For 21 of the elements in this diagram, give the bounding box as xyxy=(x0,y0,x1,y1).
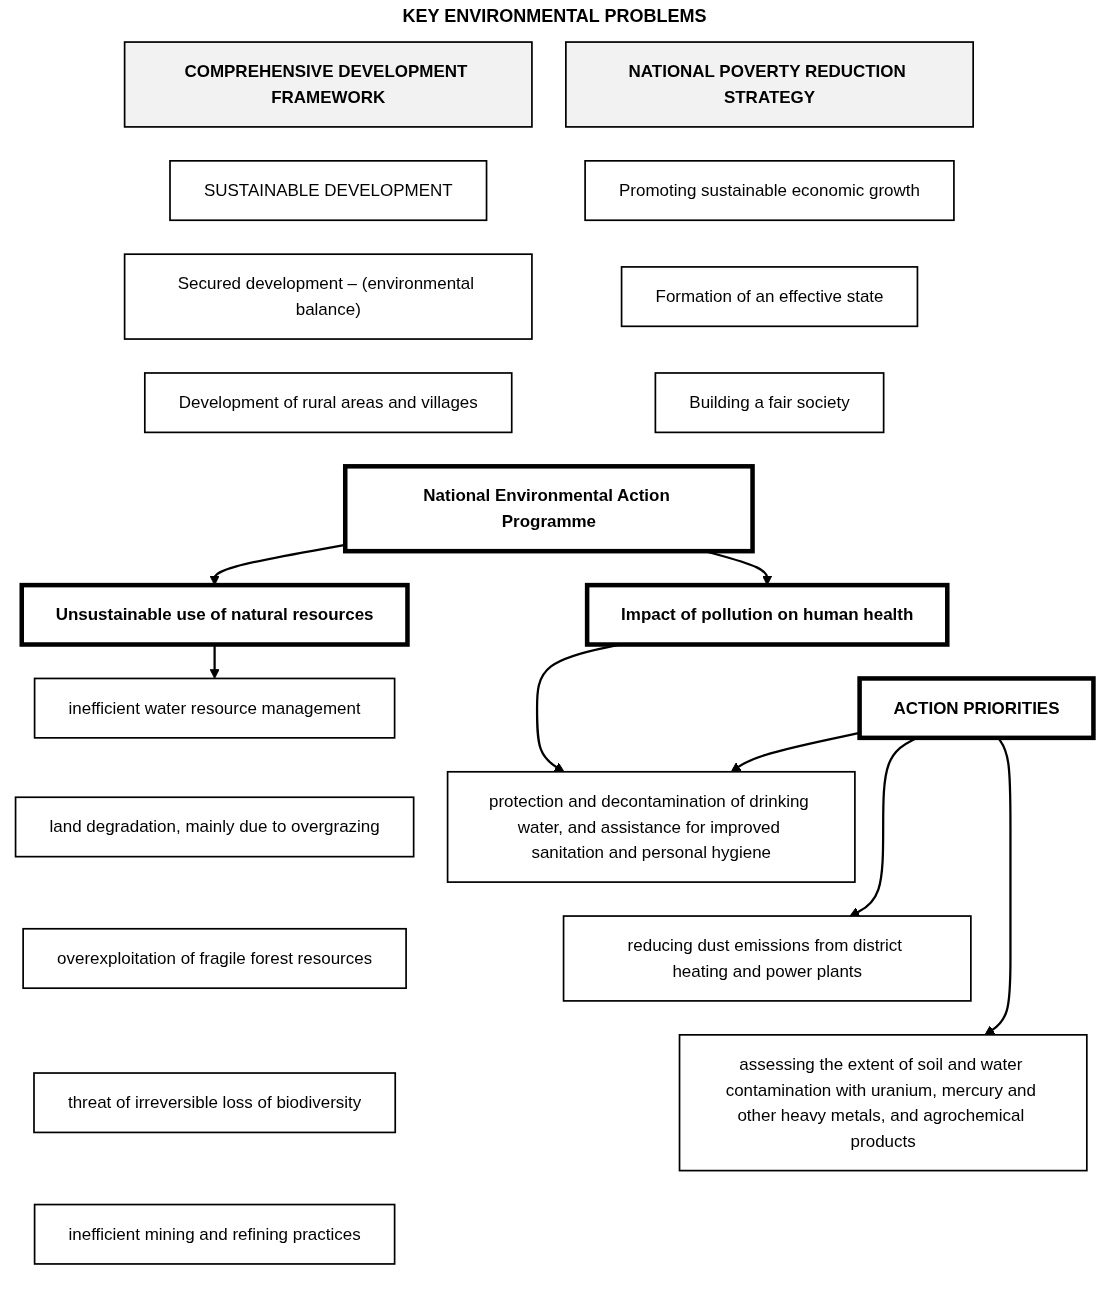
node-box: NATIONAL POVERTY REDUCTION STRATEGY xyxy=(565,41,974,128)
node-box: inefficient mining and refining practices xyxy=(33,1203,396,1265)
node-box: Secured development – (environmental balance) xyxy=(123,253,533,340)
node-box: Unsustainable use of natural resources xyxy=(19,582,410,647)
node-box: Formation of an effective state xyxy=(620,266,919,328)
node-box: protection and decontamination of drinking water, and assistance for improved sanitation and personal hygiene xyxy=(446,770,856,883)
node-box: threat of irreversible loss of biodiversity xyxy=(33,1072,397,1134)
node-box: inefficient water resource management xyxy=(33,677,396,739)
node-box: National Environmental Action Programme xyxy=(342,464,755,554)
node-box: COMPREHENSIVE DEVELOPMENT FRAMEWORK xyxy=(123,41,533,128)
node-box: ACTION PRIORITIES xyxy=(857,676,1096,741)
node-box: SUSTAINABLE DEVELOPMENT xyxy=(169,160,488,222)
section-heading: KEY ENVIRONMENTAL PROBLEMS xyxy=(401,6,708,27)
node-box: Impact of pollution on human health xyxy=(584,582,950,647)
node-box: overexploitation of fragile forest resources xyxy=(22,927,407,989)
node-box: Development of rural areas and villages xyxy=(143,372,513,434)
node-box: Promoting sustainable economic growth xyxy=(584,160,955,222)
node-box: land degradation, mainly due to overgrazing xyxy=(14,796,415,858)
node-box: assessing the extent of soil and water contamination with uranium, mercury and other heavy metals, and agrochemical products xyxy=(678,1034,1088,1172)
node-box: reducing dust emissions from district heating and power plants xyxy=(562,915,972,1002)
node-box: Building a fair society xyxy=(654,372,885,434)
